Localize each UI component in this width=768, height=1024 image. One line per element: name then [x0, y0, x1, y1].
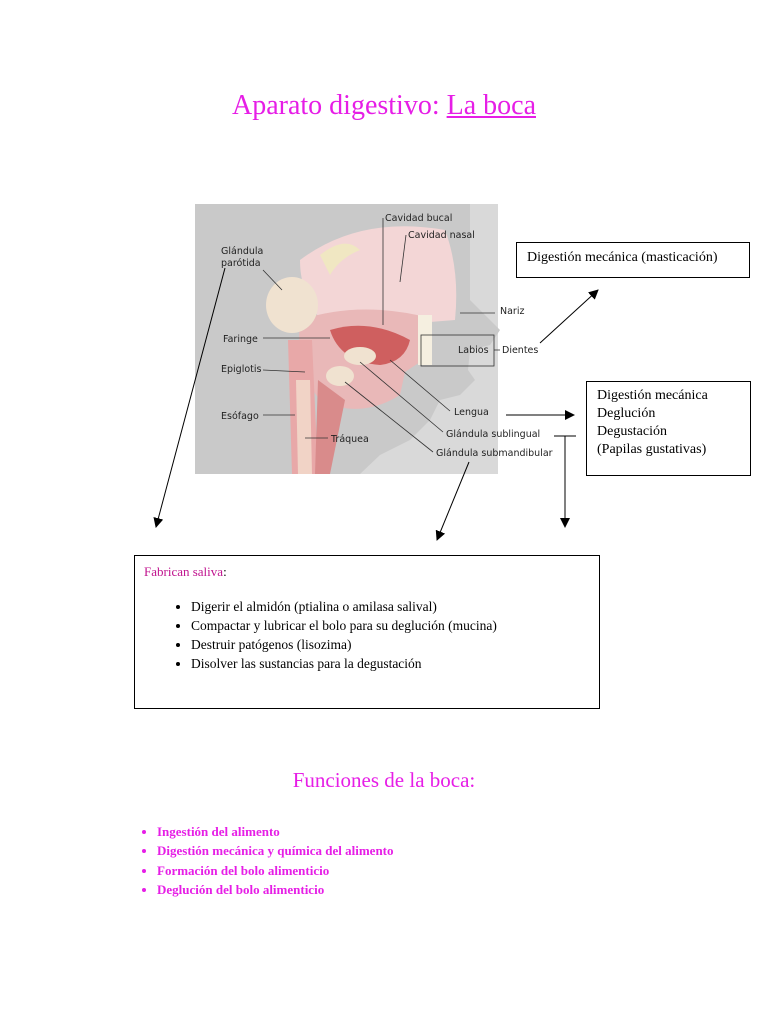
list-item: Destruir patógenos (lisozima) [191, 635, 599, 654]
label-dientes: Dientes [502, 345, 538, 356]
tongue-functions-box: Digestión mecánica Deglución Degustación… [586, 381, 751, 476]
label-esofago: Esófago [221, 411, 259, 422]
box-line: Degustación [597, 424, 667, 439]
masticacion-box: Digestión mecánica (masticación) [516, 242, 750, 278]
box-line: Digestión mecánica [597, 388, 708, 403]
label-labios: Labios [458, 345, 489, 356]
submandibular-gland [326, 366, 354, 386]
teeth-shape [418, 315, 432, 365]
box-line: Deglución [597, 406, 656, 421]
page-title: Aparato digestivo: La boca [0, 90, 768, 122]
arrow-teeth-to-masticacion [539, 289, 599, 344]
label-cavidad-bucal: Cavidad bucal [385, 213, 452, 224]
label-parotida: parótida [221, 258, 261, 269]
saliva-box: Fabrican saliva: Digerir el almidón (pti… [134, 555, 600, 709]
box-line: (Papilas gustativas) [597, 442, 707, 457]
arrows [153, 267, 599, 541]
title-underlined: La boca [446, 90, 536, 121]
list-item: Digerir el almidón (ptialina o amilasa s… [191, 597, 599, 616]
list-item: Deglución del bolo alimenticio [157, 880, 394, 899]
saliva-list: Digerir el almidón (ptialina o amilasa s… [135, 597, 599, 673]
list-item: Compactar y lubricar el bolo para su deg… [191, 616, 599, 635]
label-sublingual: Glándula sublingual [446, 429, 540, 440]
sublingual-gland [344, 347, 376, 365]
list-item: Digestión mecánica y química del aliment… [157, 841, 394, 860]
list-item: Ingestión del alimento [157, 822, 394, 841]
arrow-parotid-to-saliva [153, 267, 226, 528]
functions-title: Funciones de la boca: [292, 768, 476, 792]
label-faringe: Faringe [223, 334, 258, 345]
parotid-gland [266, 277, 318, 333]
label-traquea: Tráquea [330, 434, 369, 445]
masticacion-text: Digestión mecánica (masticación) [527, 250, 718, 265]
trachea-shape [315, 380, 345, 474]
label-glandula: Glándula [221, 246, 263, 257]
label-epiglotis: Epiglotis [221, 364, 262, 375]
list-item: Disolver las sustancias para la degustac… [191, 654, 599, 673]
saliva-heading: Fabrican saliva: [144, 564, 227, 579]
saliva-heading-text: Fabrican saliva [144, 564, 224, 579]
arrow-submandibular-to-saliva [435, 461, 470, 541]
list-item: Formación del bolo alimenticio [157, 861, 394, 880]
label-cavidad-nasal: Cavidad nasal [408, 230, 475, 241]
leader-lines [262, 218, 500, 453]
mouth-anatomy-diagram: Cavidad bucal Cavidad nasal Glándula par… [153, 204, 599, 541]
title-prefix: Aparato digestivo: [231, 90, 440, 121]
label-submandibular: Glándula submandibular [436, 448, 553, 459]
label-lengua: Lengua [454, 407, 489, 418]
label-nariz: Nariz [500, 306, 524, 317]
functions-list: Ingestión del alimento Digestión mecánic… [113, 822, 394, 899]
